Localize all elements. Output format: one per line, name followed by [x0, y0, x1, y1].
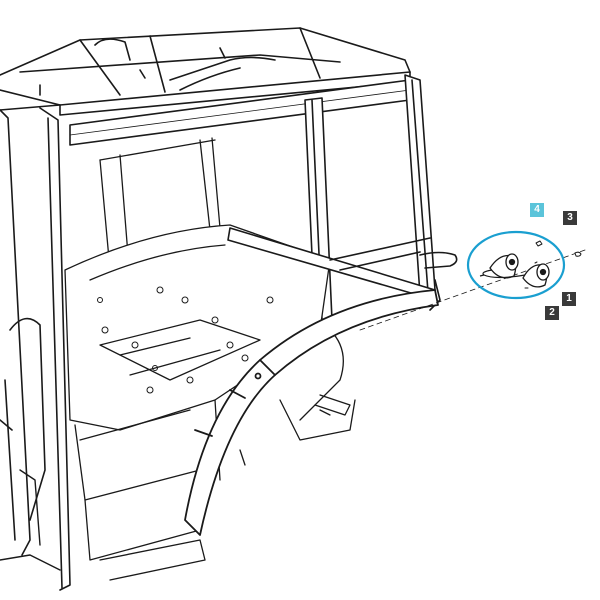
auxiliary-light-right: [522, 263, 550, 288]
exploded-hardware: [524, 240, 582, 289]
callout-4-box: [530, 203, 544, 217]
callout-4: 4: [534, 204, 540, 215]
roof-frame: [0, 27, 411, 116]
callout-3: 3: [567, 212, 573, 223]
wiring-harness: [479, 269, 526, 279]
callout-2: 2: [549, 307, 555, 318]
rear-bumper: [0, 469, 61, 571]
lower-front: [239, 399, 356, 466]
highlight-ellipse: [466, 230, 566, 300]
callout-1-box: [562, 292, 576, 306]
callout-1: 1: [566, 293, 572, 304]
floor-tub: [64, 224, 351, 581]
front-arch: [184, 289, 439, 536]
leader-line: [359, 249, 586, 331]
rear-right-pillar: [404, 74, 436, 296]
floor-bolts: [97, 286, 274, 394]
callout-3-box: [563, 211, 577, 225]
auxiliary-light-left: [489, 253, 519, 279]
left-pillars: [0, 107, 71, 591]
callout-2-box: [545, 306, 559, 320]
